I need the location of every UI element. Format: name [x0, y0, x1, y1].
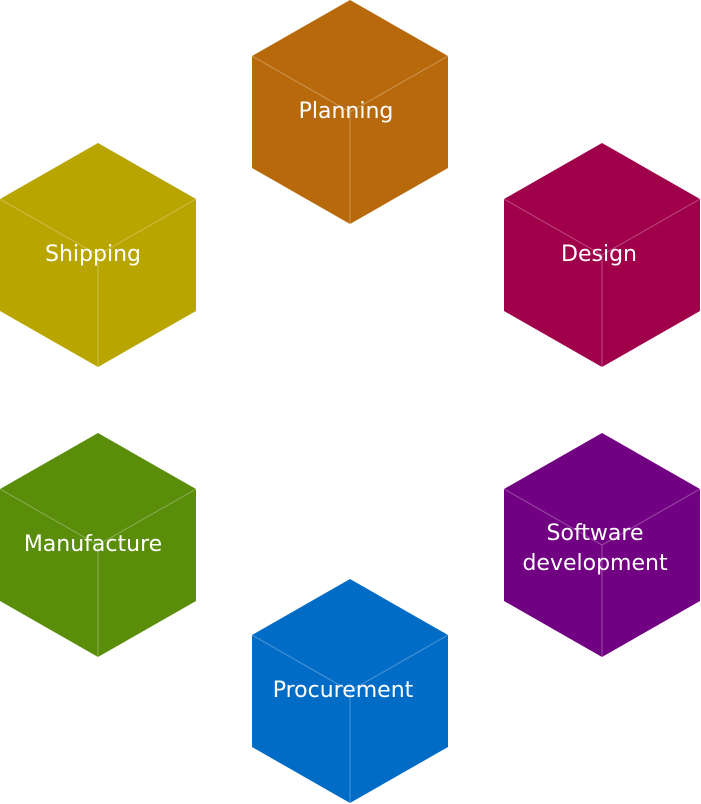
cube-design: Design — [503, 143, 701, 367]
cube-procurement-label: Procurement — [273, 678, 414, 703]
cube-procurement-shape — [252, 579, 448, 803]
cube-manufacture-label: Manufacture — [24, 532, 162, 557]
cube-design-shape — [504, 143, 700, 367]
cube-planning-shape — [252, 0, 448, 224]
cube-manufacture: Manufacture — [0, 433, 197, 657]
cube-shipping-shape — [0, 143, 196, 367]
cube-procurement: Procurement — [251, 579, 449, 803]
cube-software-development-label-line-1: Software — [547, 521, 644, 546]
cube-planning-label: Planning — [299, 99, 394, 124]
cube-shipping: Shipping — [0, 143, 197, 367]
cube-software-development-shape — [504, 433, 700, 657]
cube-software-development: Software development — [503, 433, 701, 657]
cube-shipping-label: Shipping — [45, 242, 141, 267]
cube-design-label: Design — [561, 242, 637, 267]
cube-manufacture-shape — [0, 433, 196, 657]
cube-planning: Planning — [251, 0, 449, 224]
cube-software-development-label-line-2: development — [522, 551, 668, 576]
